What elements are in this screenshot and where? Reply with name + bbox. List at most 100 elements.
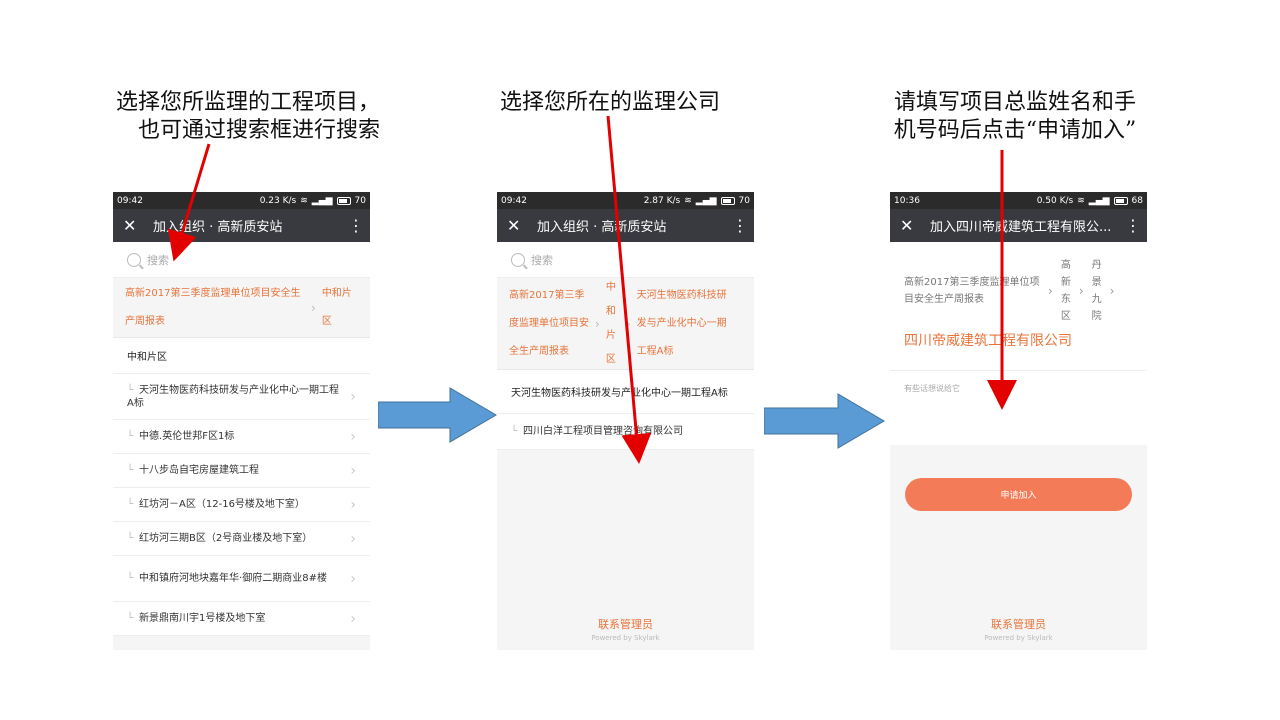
battery-level: 70 [354, 195, 366, 206]
breadcrumb-item[interactable]: 高新2017第三季度监理单位项目安全生产周报表 [125, 287, 301, 327]
company-name: 四川帝威建筑工程有限公司 [904, 333, 1072, 349]
indent-icon: └ [127, 384, 134, 396]
chevron-right-icon: › [350, 570, 356, 587]
powered-by: Powered by Skylark [984, 634, 1053, 642]
list-item[interactable]: └天河生物医药科技研发与产业化中心一期工程A标 › [113, 374, 370, 420]
step3-caption-line1: 请填写项目总监姓名和手 [893, 90, 1136, 115]
battery-level: 68 [1131, 195, 1143, 206]
breadcrumb-item[interactable]: 丹景九院 [1091, 260, 1102, 322]
indent-icon: └ [127, 431, 134, 442]
more-icon[interactable]: ⋮ [348, 216, 364, 235]
breadcrumb-item[interactable]: 中和片区 [321, 287, 352, 327]
step2-caption: 选择您所在的监理公司 [500, 90, 721, 115]
list-item-label: 中和镇府河地块嘉年华·御府二期商业8#楼 [139, 573, 327, 584]
contact-admin-link[interactable]: 联系管理员 [991, 618, 1046, 631]
footer: 联系管理员 Powered by Skylark [890, 616, 1147, 642]
status-time: 10:36 [894, 195, 920, 206]
status-bar: 09:42 0.23 K/s ≋ ▂▄▆ 70 [113, 192, 370, 209]
breadcrumb: 高新2017第三季度监理单位项目安全生产周报表 › 中和片区 [113, 278, 370, 338]
search-input[interactable]: 搜索 [147, 253, 169, 267]
breadcrumb-item[interactable]: 高新2017第三季度监理单位项目安全生产周报表 [509, 289, 589, 357]
step1-caption-line2: 也可通过搜索框进行搜索 [137, 118, 380, 143]
flow-arrow-icon [378, 387, 497, 443]
powered-by: Powered by Skylark [591, 634, 660, 642]
step1-caption: 选择您所监理的工程项目， 也可通过搜索框进行搜索 [96, 89, 380, 145]
title-bar: ✕ 加入四川帝威建筑工程有限公... ⋮ [890, 209, 1147, 242]
battery-icon [336, 196, 351, 205]
battery-level: 70 [738, 195, 750, 206]
breadcrumb-item[interactable]: 天河生物医药科技研发与产业化中心一期工程A标 [636, 289, 727, 357]
step3-caption-line2: 机号码后点击“申请加入” [893, 118, 1137, 143]
flow-arrow-icon [764, 393, 885, 449]
more-icon[interactable]: ⋮ [1125, 216, 1141, 235]
signal-icon: ▂▄▆ [311, 195, 333, 206]
list-item[interactable]: └红坊河－A区（12-16号楼及地下室） › [113, 488, 370, 522]
annotation-arrow-icon [606, 115, 652, 464]
chevron-right-icon: › [625, 316, 631, 331]
list-item-label: 红坊河三期B区（2号商业楼及地下室） [139, 533, 313, 544]
annotation-arrow-icon [167, 143, 211, 262]
chevron-right-icon: › [1078, 284, 1084, 298]
screen2-phone: 09:42 2.87 K/s ≋ ▂▄▆ 70 ✕ 加入组织 · 高新质安站 ⋮… [497, 192, 754, 650]
section-title: 中和片区 [113, 338, 370, 374]
chevron-right-icon: › [1109, 284, 1115, 298]
chevron-right-icon: › [350, 388, 356, 405]
list-item[interactable]: └ 新景鼎南川宇1号楼及地下室 › [113, 602, 370, 636]
chevron-right-icon: › [1048, 284, 1053, 298]
chevron-right-icon: › [350, 610, 356, 627]
list-item-label: 天河生物医药科技研发与产业化中心一期工程A标 [127, 384, 340, 409]
footer: 联系管理员 Powered by Skylark [497, 616, 754, 642]
chevron-right-icon: › [311, 300, 316, 315]
company-name: 四川白洋工程项目管理咨询有限公司 [523, 426, 684, 437]
title-bar: ✕ 加入组织 · 高新质安站 ⋮ [113, 209, 370, 242]
indent-icon: └ [127, 533, 134, 544]
status-bar: 09:42 2.87 K/s ≋ ▂▄▆ 70 [497, 192, 754, 209]
close-icon[interactable]: ✕ [507, 216, 521, 235]
wifi-icon: ≋ [1077, 195, 1085, 206]
step1-caption-line1: 选择您所监理的工程项目， [115, 90, 380, 115]
close-icon[interactable]: ✕ [123, 216, 137, 235]
step3-caption: 请填写项目总监姓名和手 机号码后点击“申请加入” [872, 89, 1158, 145]
screen3-phone: 10:36 0.50 K/s ≋ ▂▄▆ 68 ✕ 加入四川帝威建筑工程有限公.… [890, 192, 1147, 650]
title-bar: ✕ 加入组织 · 高新质安站 ⋮ [497, 209, 754, 242]
list-item[interactable]: └ 红坊河三期B区（2号商业楼及地下室） › [113, 522, 370, 556]
close-icon[interactable]: ✕ [900, 216, 914, 235]
message-input[interactable]: 有些话想说给它 [890, 371, 1147, 445]
breadcrumb-item[interactable]: 高新东区 [1060, 260, 1071, 322]
breadcrumb-item[interactable]: 高新2017第三季度监理单位项目安全生产周报表 [904, 277, 1040, 305]
list-item[interactable]: └ 中德.英伦世邦F区1标 › [113, 420, 370, 454]
status-time: 09:42 [501, 195, 527, 206]
net-speed: 2.87 K/s [643, 195, 681, 206]
indent-icon: └ [127, 465, 134, 476]
list-item-label: 中德.英伦世邦F区1标 [139, 431, 235, 442]
net-speed: 0.50 K/s [1036, 195, 1074, 206]
status-bar: 10:36 0.50 K/s ≋ ▂▄▆ 68 [890, 192, 1147, 209]
breadcrumb: 高新2017第三季度监理单位项目安全生产周报表 › 高新东区 › 丹景九院 › [904, 254, 1133, 328]
chevron-right-icon: › [350, 530, 356, 547]
signal-icon: ▂▄▆ [1088, 195, 1110, 206]
breadcrumb-item[interactable]: 中和片区 [605, 281, 616, 365]
search-input[interactable]: 搜索 [531, 253, 553, 267]
chevron-right-icon: › [350, 462, 356, 479]
more-icon[interactable]: ⋮ [732, 216, 748, 235]
apply-join-button[interactable]: 申请加入 [905, 478, 1132, 511]
battery-icon [1113, 196, 1128, 205]
status-time: 09:42 [117, 195, 143, 206]
screen1-phone: 09:42 0.23 K/s ≋ ▂▄▆ 70 ✕ 加入组织 · 高新质安站 ⋮… [113, 192, 370, 650]
wifi-icon: ≋ [300, 195, 308, 206]
wifi-icon: ≋ [684, 195, 692, 206]
section-title: 天河生物医药科技研发与产业化中心一期工程A标 [497, 370, 754, 414]
list-item-label: 新景鼎南川宇1号楼及地下室 [139, 613, 266, 624]
indent-icon: └ [127, 613, 134, 624]
list-item[interactable]: └十八步岛自宅房屋建筑工程 › [113, 454, 370, 488]
contact-admin-link[interactable]: 联系管理员 [598, 618, 653, 631]
battery-icon [720, 196, 735, 205]
search-bar[interactable]: 搜索 [113, 242, 370, 278]
search-icon [127, 252, 141, 267]
indent-icon: └ [127, 573, 134, 584]
signal-icon: ▂▄▆ [695, 195, 717, 206]
chevron-right-icon: › [350, 428, 356, 445]
search-bar[interactable]: 搜索 [497, 242, 754, 278]
list-item[interactable]: └ 中和镇府河地块嘉年华·御府二期商业8#楼 › [113, 556, 370, 602]
